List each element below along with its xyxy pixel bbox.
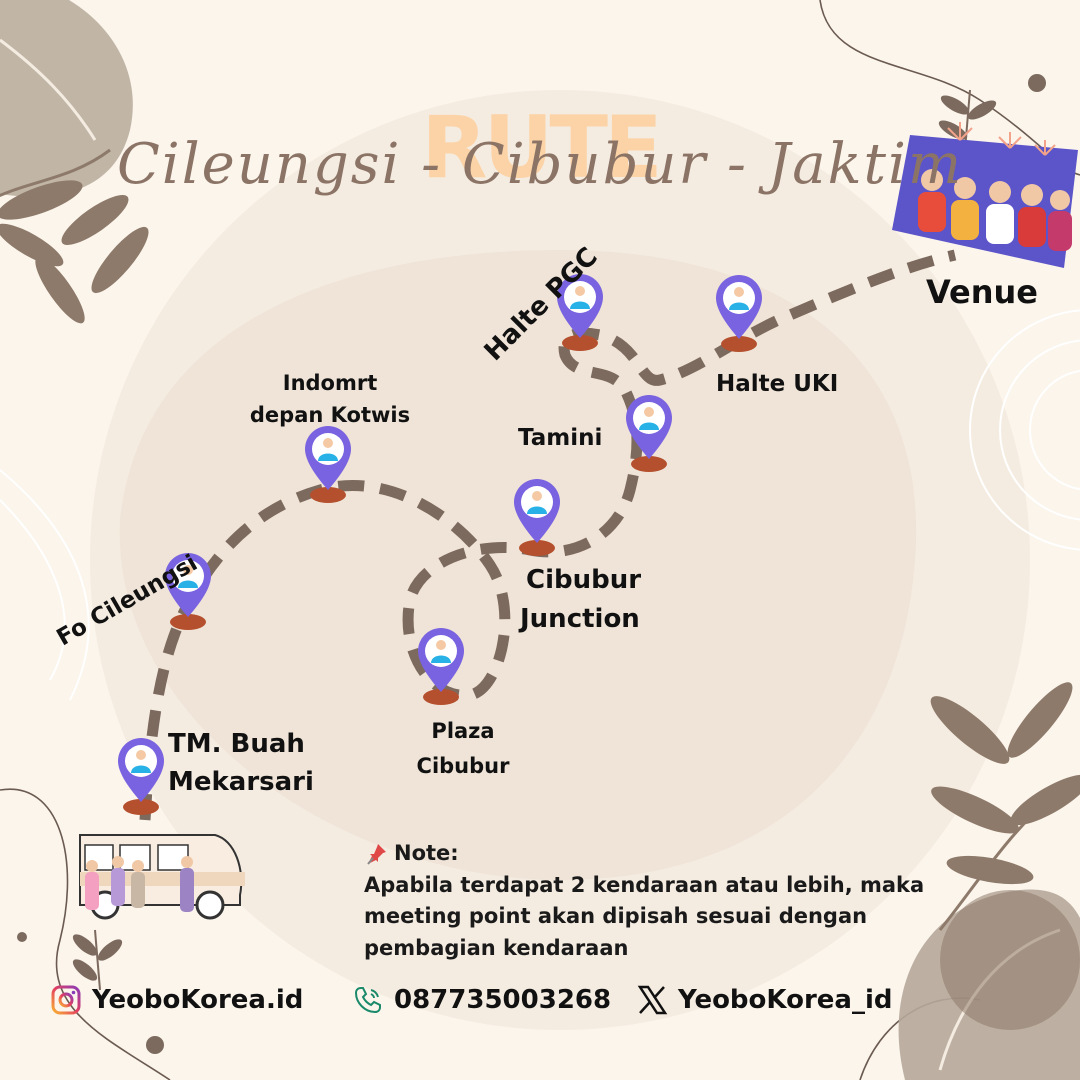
header-route-title: Cileungsi - Cibubur - Jaktim bbox=[116, 132, 964, 197]
footer-instagram[interactable]: YeoboKorea.id bbox=[50, 984, 303, 1016]
footer-phone[interactable]: 087735003268 bbox=[352, 984, 611, 1016]
pin-indomrt bbox=[305, 426, 351, 503]
stop-label-indomrt: Indomrt bbox=[282, 371, 378, 395]
pin-plaza-cibubur bbox=[418, 628, 464, 705]
pushpin-icon bbox=[367, 843, 386, 865]
pin-layer bbox=[118, 274, 762, 815]
stop-label-venue: Venue bbox=[926, 273, 1038, 311]
stop-label-cibubur: Cibubur bbox=[526, 565, 642, 595]
background-blob bbox=[119, 250, 917, 880]
concert-illustration bbox=[892, 122, 1078, 268]
pin-halte-uki bbox=[716, 275, 762, 352]
white-rings bbox=[0, 309, 1080, 701]
pin-halte-pgc bbox=[557, 274, 603, 351]
note-body: Apabila terdapat 2 kendaraan atau lebih,… bbox=[364, 872, 925, 960]
dot bbox=[17, 932, 27, 942]
footer-phone-number: 087735003268 bbox=[394, 985, 612, 1015]
stop-label-depan-kotwis: depan Kotwis bbox=[249, 403, 411, 427]
pin-cibubur-junction bbox=[514, 479, 560, 556]
stop-label-plaza-cibubur: Cibubur bbox=[416, 754, 510, 778]
note-title: Note: bbox=[394, 841, 459, 865]
pin-fo-cileungsi bbox=[165, 553, 211, 630]
header-rute-word: RUTE bbox=[421, 98, 662, 198]
phone-icon bbox=[354, 987, 381, 1014]
instagram-icon bbox=[51, 985, 81, 1015]
stop-label-plaza: Plaza bbox=[431, 719, 495, 743]
stop-label-junction: Junction bbox=[520, 604, 640, 634]
pin-tamini bbox=[626, 395, 672, 472]
leaf-decoration-top-left bbox=[0, 0, 149, 324]
stop-label-tm-buah: TM. Buah bbox=[168, 729, 305, 759]
note-box: Note: Apabila terdapat 2 kendaraan atau … bbox=[364, 838, 964, 964]
dot bbox=[1028, 74, 1046, 92]
note-heading: Note: bbox=[364, 838, 964, 870]
footer-instagram-handle: YeoboKorea.id bbox=[92, 985, 304, 1015]
x-logo-icon bbox=[637, 985, 668, 1015]
leaf-decoration-bottom-left bbox=[72, 929, 123, 991]
footer-x[interactable]: YeoboKorea_id bbox=[636, 984, 893, 1016]
dot bbox=[146, 1036, 164, 1054]
leaf-decoration-bottom-right bbox=[898, 682, 1080, 1080]
stop-label-mekarsari: Mekarsari bbox=[168, 767, 314, 797]
bus-illustration bbox=[79, 834, 245, 920]
stop-label-halte-uki: Halte UKI bbox=[716, 371, 839, 397]
pin-tm-buah bbox=[118, 738, 164, 815]
footer-x-handle: YeoboKorea_id bbox=[678, 985, 893, 1015]
stop-label-tamini: Tamini bbox=[518, 425, 603, 451]
